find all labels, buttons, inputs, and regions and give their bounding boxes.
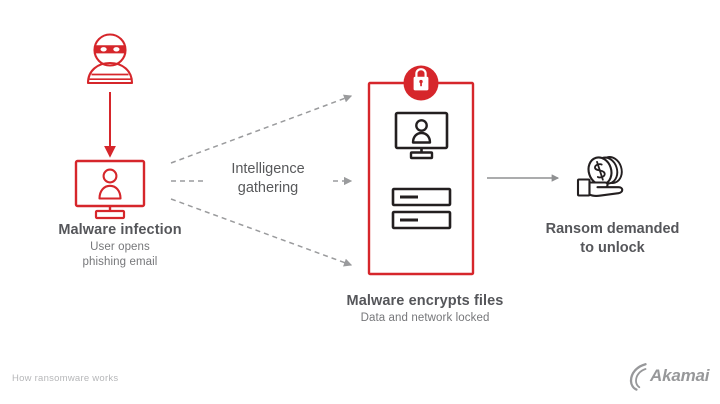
ransom-title-line2: to unlock	[580, 240, 645, 257]
node-label-ransom: Ransom demanded to unlock	[525, 220, 700, 258]
locked-assets-icon	[367, 65, 475, 276]
infected-computer-icon	[74, 159, 146, 220]
intelligence-gathering-line1: Intelligence	[231, 161, 305, 177]
intelligence-gathering-label: Intelligence gathering	[204, 158, 332, 200]
akamai-wordmark: Akamai	[650, 366, 710, 385]
arrow-intel-up	[170, 94, 353, 164]
akamai-logo: Akamai	[630, 362, 710, 390]
malware-infection-title: Malware infection	[58, 222, 182, 238]
node-label-malware-encrypts: Malware encrypts files Data and network …	[320, 292, 530, 326]
malware-encrypts-subtitle: Data and network locked	[360, 312, 490, 325]
malware-infection-subtitle-line1: User opens	[90, 241, 150, 254]
ransom-title-line1: Ransom demanded	[545, 221, 680, 237]
footer-caption: How ransomware works	[12, 373, 119, 384]
hand-with-coins-icon	[576, 156, 624, 197]
hacker-icon	[86, 33, 134, 85]
malware-infection-subtitle-line2: phishing email	[82, 256, 158, 269]
malware-encrypts-title: Malware encrypts files	[346, 293, 504, 309]
node-label-malware-infection: Malware infection User opens phishing em…	[30, 221, 210, 270]
intelligence-gathering-line2: gathering	[237, 179, 299, 196]
